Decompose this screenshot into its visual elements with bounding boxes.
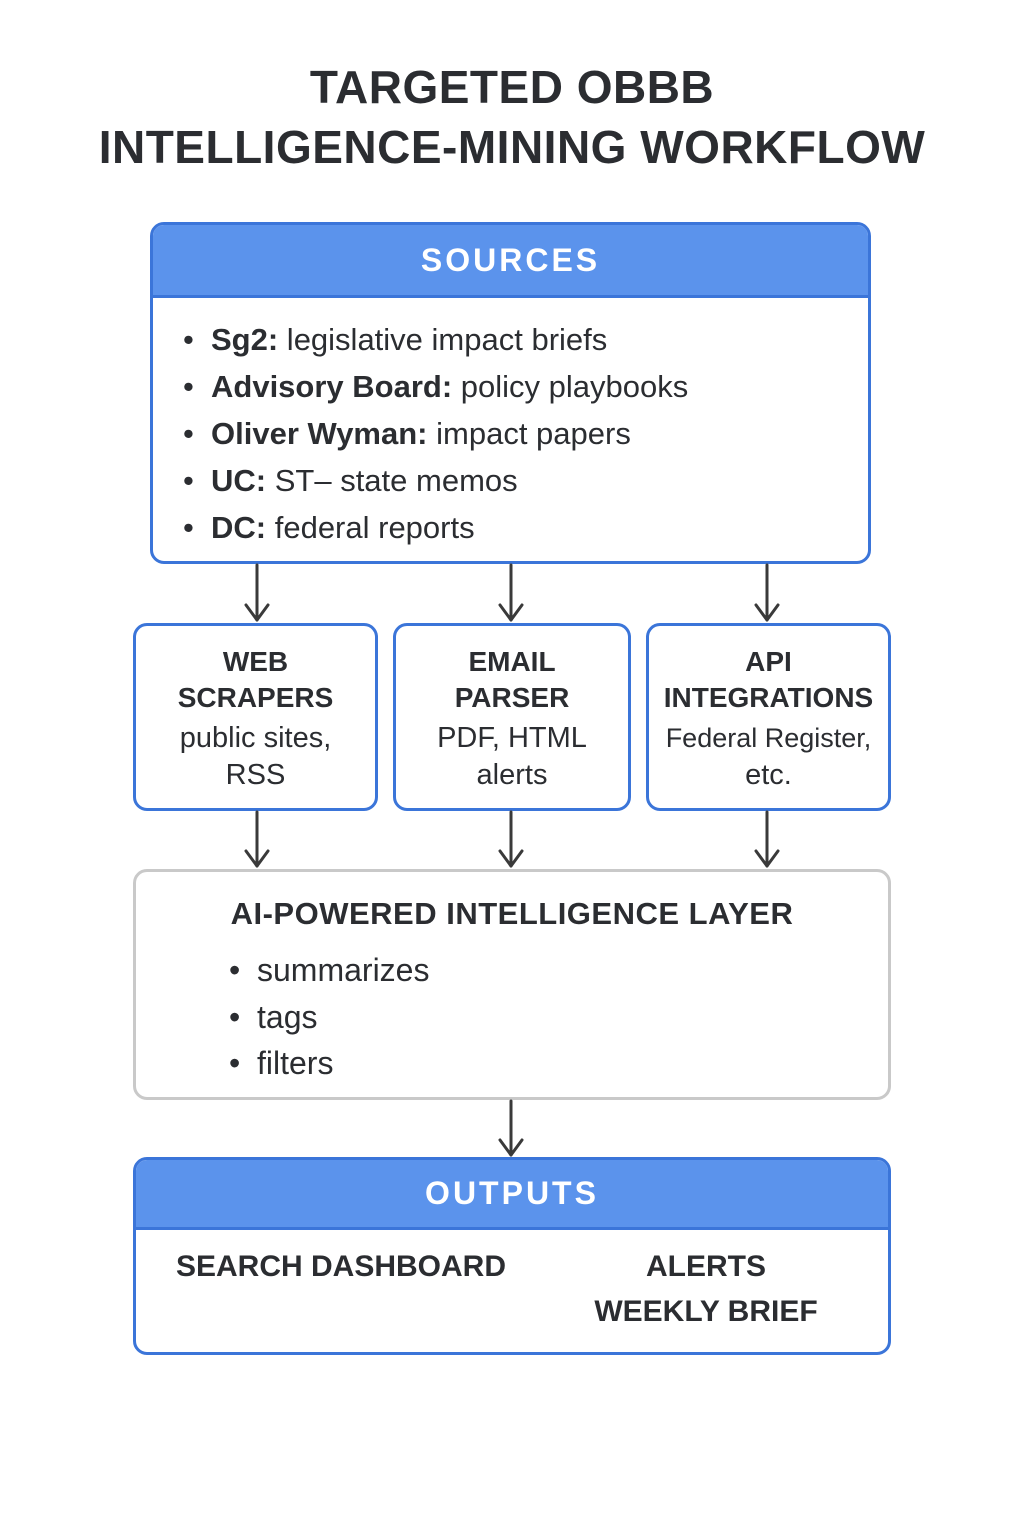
diagram-title-line-1: TARGETED OBBB	[309, 61, 715, 113]
source-item: Sg2: legislative impact briefs	[183, 316, 868, 363]
source-text: policy playbooks	[452, 369, 689, 404]
ai-layer-item: tags	[229, 994, 429, 1041]
ai-layer-item: filters	[229, 1040, 429, 1087]
source-text: impact papers	[427, 416, 631, 451]
diagram-title-line-2: INTELLIGENCE-MINING WORKFLOW	[98, 121, 926, 173]
web-scrapers-desc-2: RSS	[225, 759, 286, 791]
arrow-api-to-ai	[754, 810, 780, 868]
outputs-header: OUTPUTS	[136, 1160, 888, 1230]
sources-header: SOURCES	[153, 225, 868, 298]
source-item: UC: ST– state memos	[183, 457, 868, 504]
web-scrapers-desc-1: public sites,	[179, 722, 332, 754]
arrow-ai-to-outputs	[498, 1099, 524, 1157]
outputs-box: OUTPUTS SEARCH DASHBOARD ALERTS WEEKLY B…	[133, 1157, 891, 1355]
output-alerts: ALERTS	[646, 1250, 766, 1283]
sources-list: Sg2: legislative impact briefs Advisory …	[153, 298, 868, 551]
source-text: legislative impact briefs	[278, 322, 608, 357]
arrow-sources-to-api	[754, 563, 780, 622]
sources-box: SOURCES Sg2: legislative impact briefs A…	[150, 222, 871, 564]
output-search-dashboard: SEARCH DASHBOARD	[176, 1250, 507, 1283]
ai-intelligence-layer-box: AI-POWERED INTELLIGENCE LAYER summarizes…	[133, 869, 891, 1100]
ai-layer-list: summarizes tags filters	[229, 947, 429, 1087]
arrow-sources-to-email	[498, 563, 524, 622]
api-integrations-title-1: API	[745, 646, 792, 677]
source-label: UC:	[211, 463, 267, 498]
source-label: DC:	[211, 510, 267, 545]
source-label: Advisory Board:	[211, 369, 453, 404]
source-item: Advisory Board: policy playbooks	[183, 363, 868, 410]
web-scrapers-title-1: WEB	[222, 646, 289, 677]
ai-layer-item: summarizes	[229, 947, 429, 994]
arrow-email-to-ai	[498, 810, 524, 868]
output-weekly-brief: WEEKLY BRIEF	[594, 1295, 818, 1328]
arrow-sources-to-web	[244, 563, 270, 622]
email-parser-desc-1: PDF, HTML	[437, 722, 587, 754]
web-scrapers-title-2: SCRAPERS	[177, 682, 334, 713]
arrow-web-to-ai	[244, 810, 270, 868]
api-integrations-desc-1: Federal Register,	[665, 723, 872, 753]
source-label: Sg2:	[211, 322, 279, 357]
web-scrapers-box: WEB SCRAPERS public sites, RSS	[133, 623, 378, 811]
source-text: ST– state memos	[266, 463, 518, 498]
output-alerts-weekly: ALERTS WEEKLY BRIEF	[586, 1244, 826, 1334]
email-parser-title-1: EMAIL	[468, 646, 556, 677]
email-parser-box: EMAIL PARSER PDF, HTML alerts	[393, 623, 631, 811]
email-parser-desc-2: alerts	[476, 759, 548, 791]
ai-layer-title: AI-POWERED INTELLIGENCE LAYER	[230, 896, 794, 931]
source-text: federal reports	[266, 510, 475, 545]
api-integrations-desc-2: etc.	[745, 759, 792, 791]
source-item: DC: federal reports	[183, 504, 868, 551]
source-label: Oliver Wyman:	[211, 416, 428, 451]
email-parser-title-2: PARSER	[454, 682, 570, 713]
api-integrations-title-2: INTEGRATIONS	[663, 682, 874, 713]
api-integrations-box: API INTEGRATIONS Federal Register, etc.	[646, 623, 891, 811]
source-item: Oliver Wyman: impact papers	[183, 410, 868, 457]
